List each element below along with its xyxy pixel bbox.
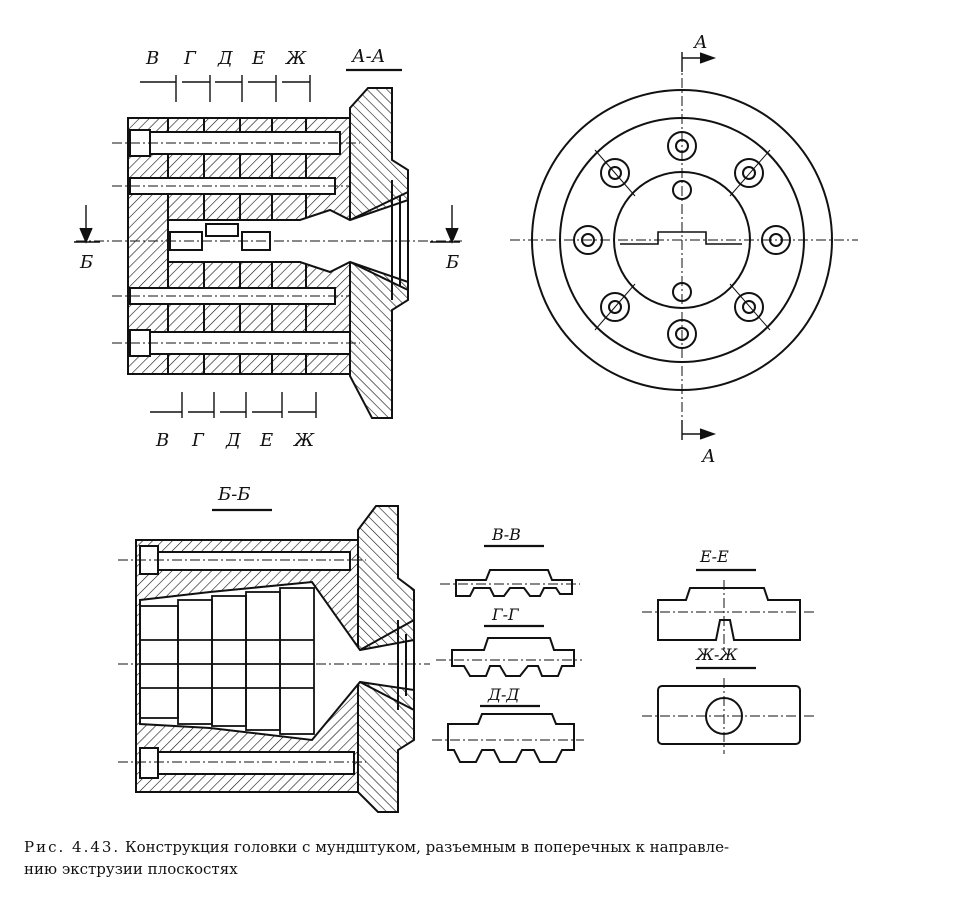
section-aa-view (74, 68, 462, 419)
plate-sections (642, 568, 816, 754)
figure-caption: Рис. 4.43. Конструкция головки с мундшту… (24, 836, 939, 880)
section-gg-title: Г-Г (491, 605, 520, 624)
cut-label-zh-bottom: Ж (292, 430, 315, 451)
section-bb-title: Б-Б (217, 484, 251, 505)
cut-label-e-bottom: Е (259, 430, 273, 451)
section-bb-view (118, 505, 430, 813)
caption-line-1: Рис. 4.43. Конструкция головки с мундшту… (24, 836, 939, 858)
cut-label-d-top: Д (217, 48, 233, 69)
cut-label-b-right: Б (445, 252, 459, 273)
end-view (510, 52, 858, 440)
section-aa-title: А-А (350, 46, 385, 67)
cut-label-v-top: В (145, 48, 159, 69)
cut-label-v-bottom: В (155, 430, 169, 451)
caption-text: Конструкция головки с мундштуком, разъем… (124, 838, 730, 856)
cut-label-a-top: А (692, 32, 708, 53)
caption-line-2: нию экструзии плоскостях (24, 860, 238, 878)
cut-label-d-bottom: Д (225, 430, 241, 451)
cut-label-g-top: Г (183, 48, 197, 69)
cut-label-e-top: Е (251, 48, 265, 69)
cut-label-zh-top: Ж (284, 48, 307, 69)
section-vv-title: В-В (491, 525, 521, 544)
figure-number: Рис. 4.43. (24, 838, 121, 856)
cut-label-b-left: Б (79, 252, 93, 273)
section-ee-title: Е-Е (699, 547, 729, 566)
section-dd-title: Д-Д (487, 685, 520, 704)
section-zhzh-title: Ж-Ж (695, 645, 738, 664)
cut-label-a-bottom: А (700, 446, 716, 467)
cut-label-g-bottom: Г (191, 430, 205, 451)
profile-sections (432, 544, 584, 763)
